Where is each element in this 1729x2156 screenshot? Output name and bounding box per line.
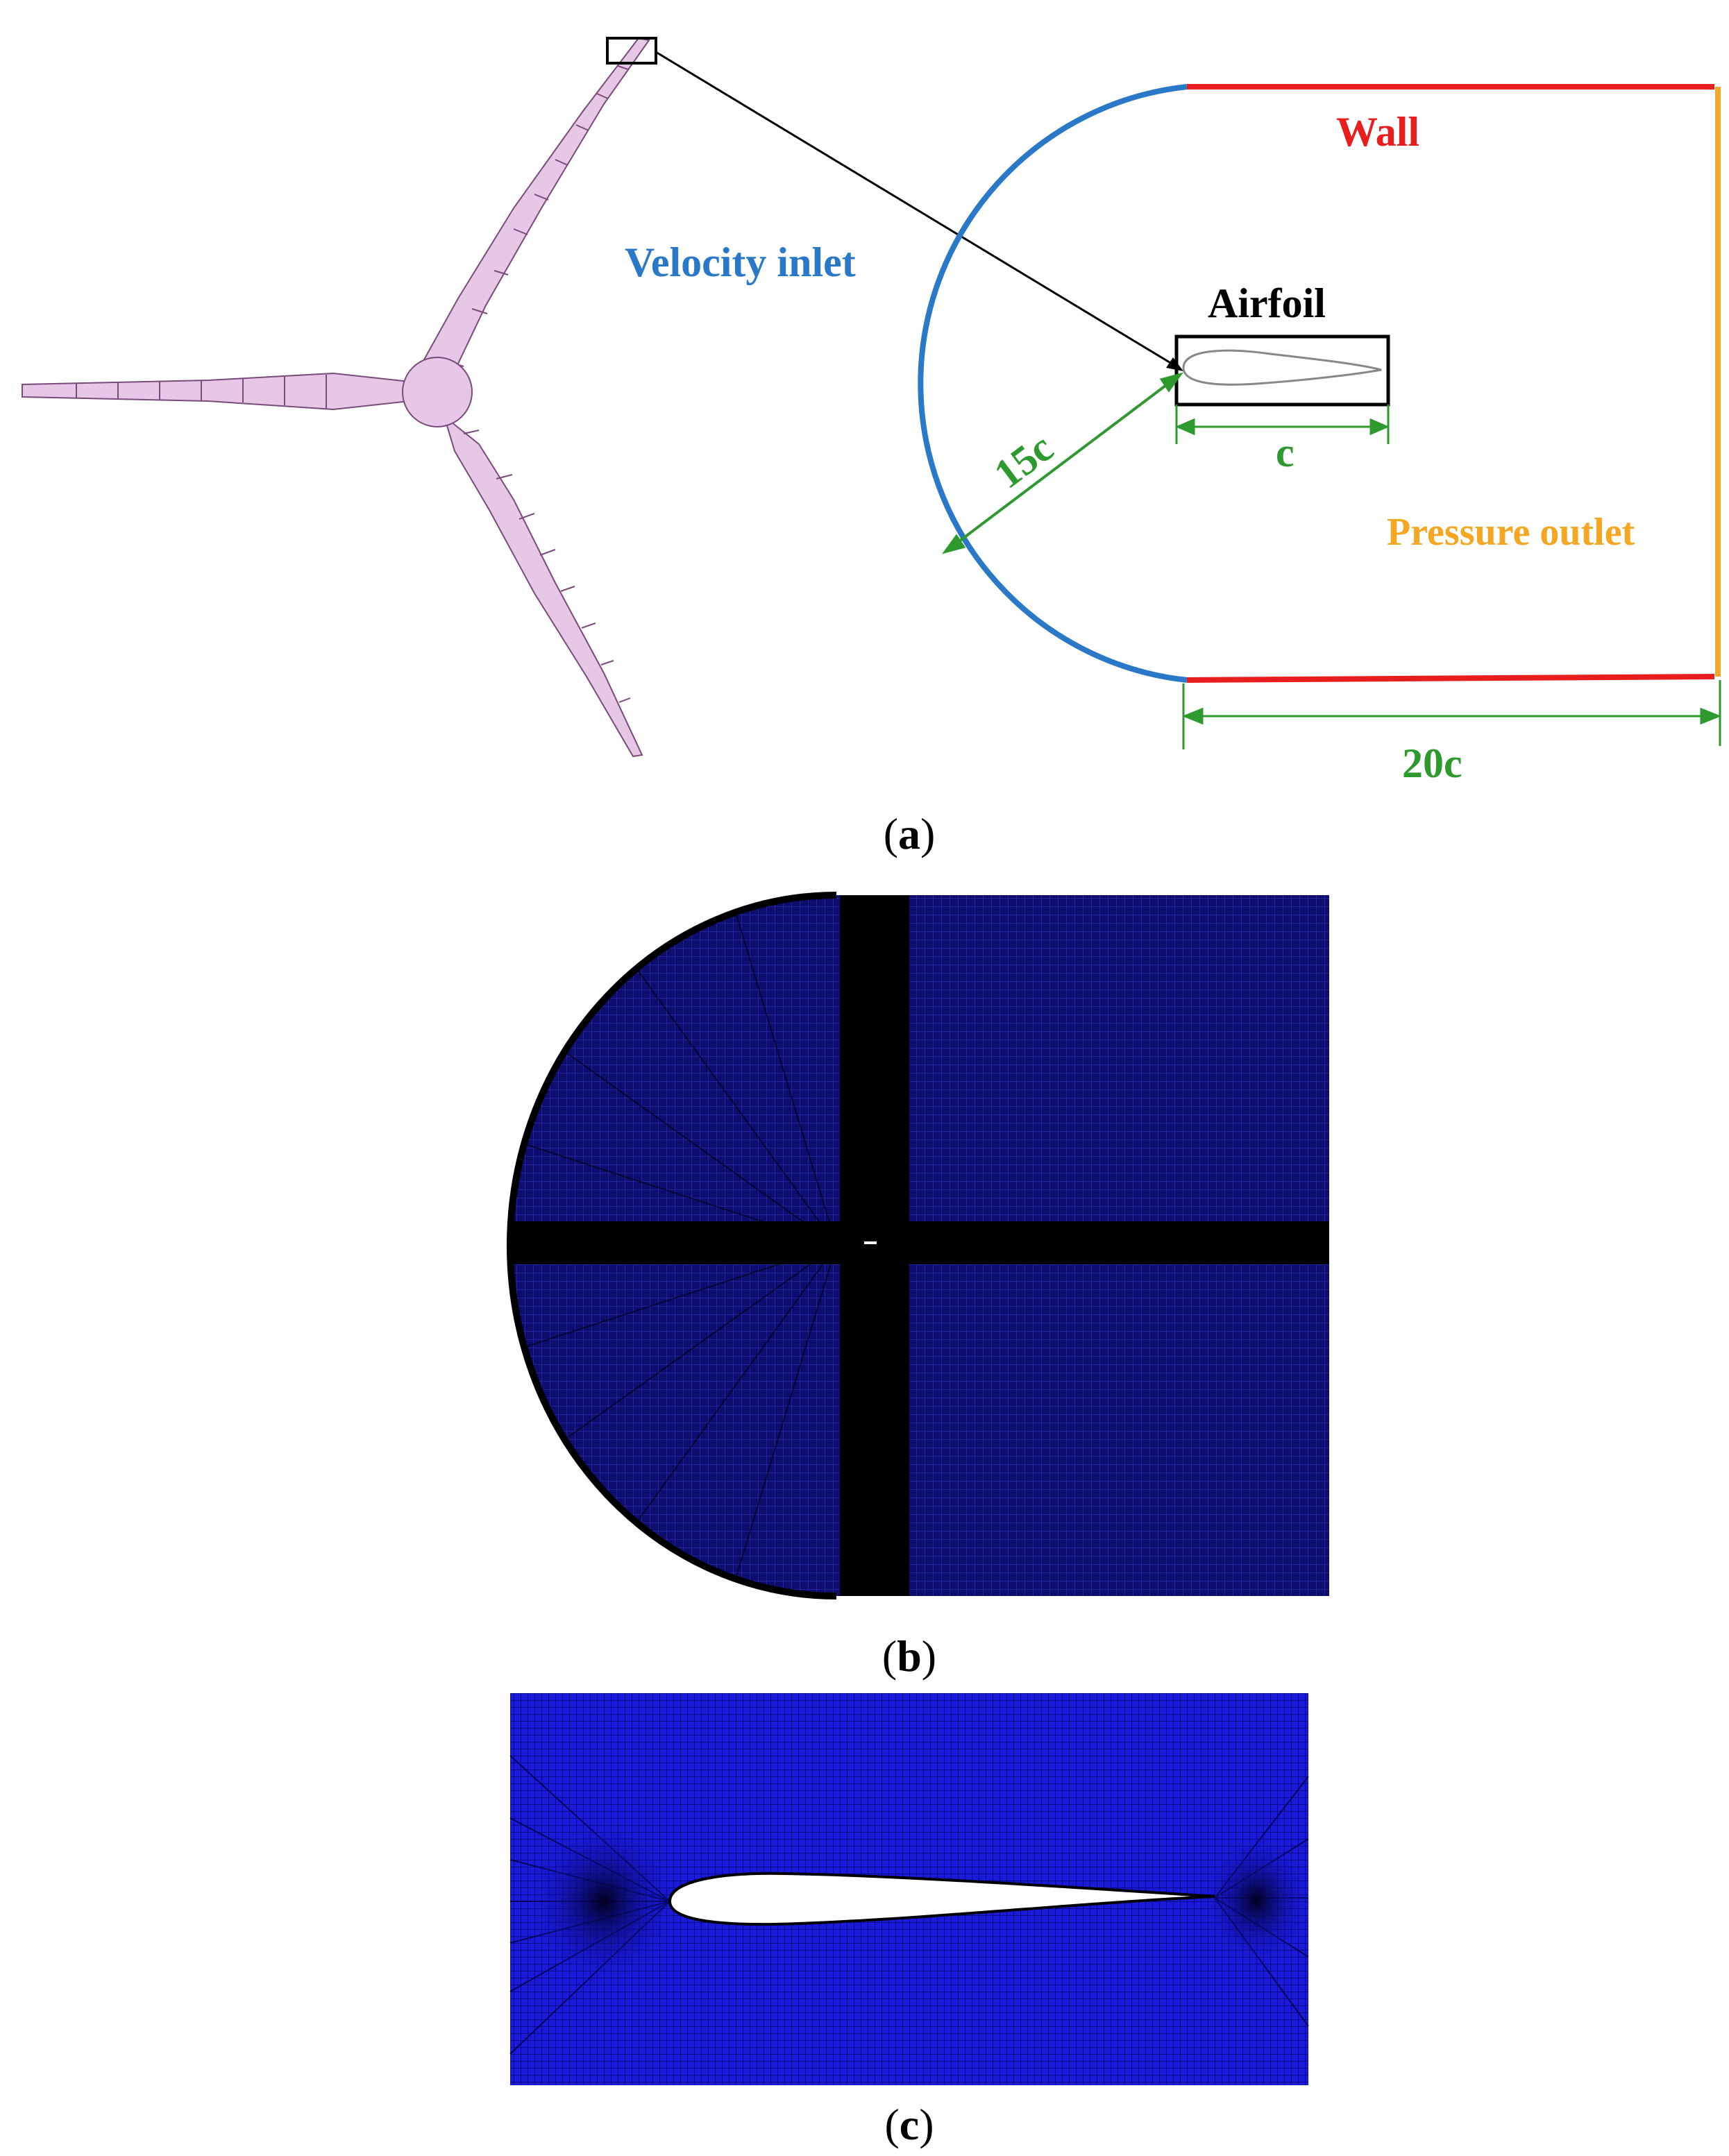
blade-upper [419, 37, 650, 387]
velocity-inlet-label: Velocity inlet [625, 239, 856, 285]
domain-schematic: Wall Velocity inlet Airfoil c 15c Pressu… [22, 37, 1722, 786]
panel-b: (b) [0, 881, 1729, 1700]
mesh-region [510, 895, 1329, 1596]
panel-a: Wall Velocity inlet Airfoil c 15c Pressu… [0, 0, 1729, 895]
airfoil-mesh [509, 1693, 1312, 2085]
wind-turbine-rotor [22, 37, 650, 758]
detail-box [606, 37, 657, 65]
caption-b: (b) [882, 1631, 937, 1681]
zoom-leader-line [655, 51, 1179, 369]
wall-bottom [1186, 674, 1715, 683]
blade-lower [443, 414, 643, 758]
airfoil-label: Airfoil [1208, 280, 1326, 326]
wall-label: Wall [1336, 109, 1419, 155]
panel-c: (c) [0, 1679, 1729, 2153]
horizontal-refinement-band [510, 1221, 1329, 1264]
rotor-hub [402, 357, 473, 427]
domain-mesh [507, 892, 1329, 1599]
airfoil-cutout [668, 1871, 1215, 1926]
pressure-outlet-label: Pressure outlet [1387, 511, 1635, 554]
chord-label: c [1276, 430, 1294, 475]
velocity-inlet-boundary [918, 84, 1188, 683]
radius-dimension [942, 372, 1183, 554]
downstream-label: 20c [1402, 740, 1462, 786]
airfoil-box [1174, 334, 1390, 407]
chord-dimension [1175, 405, 1390, 444]
downstream-dimension [1181, 680, 1722, 749]
airfoil-marker [864, 1241, 877, 1244]
caption-a: (a) [883, 809, 936, 858]
blade-left [22, 372, 410, 411]
radius-label: 15c [986, 425, 1061, 498]
caption-c: (c) [884, 2100, 934, 2149]
airfoil-shape [1182, 349, 1382, 386]
